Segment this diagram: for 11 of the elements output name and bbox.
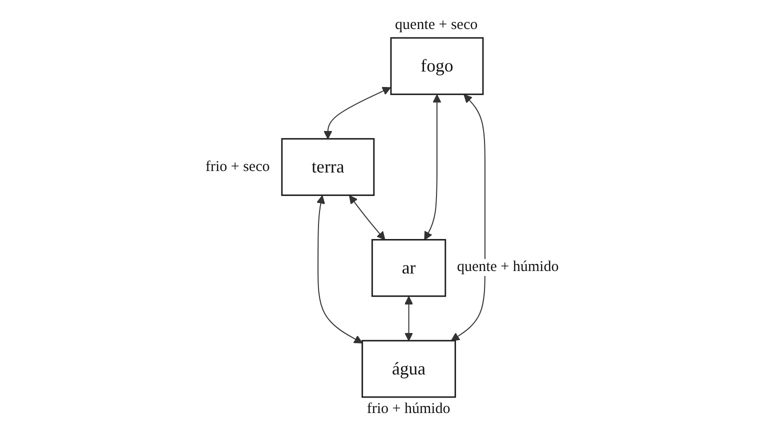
arrow	[404, 296, 413, 342]
arrow	[323, 86, 391, 140]
arrow	[348, 195, 385, 240]
arrow	[424, 94, 441, 240]
node-box: terra	[280, 138, 374, 196]
node-box: água	[361, 340, 456, 398]
node-caption: quente + húmido	[454, 259, 561, 276]
node-box: fogo	[390, 37, 484, 96]
node-box: ar	[371, 239, 446, 297]
arrow	[316, 195, 362, 344]
arrow	[450, 94, 486, 342]
